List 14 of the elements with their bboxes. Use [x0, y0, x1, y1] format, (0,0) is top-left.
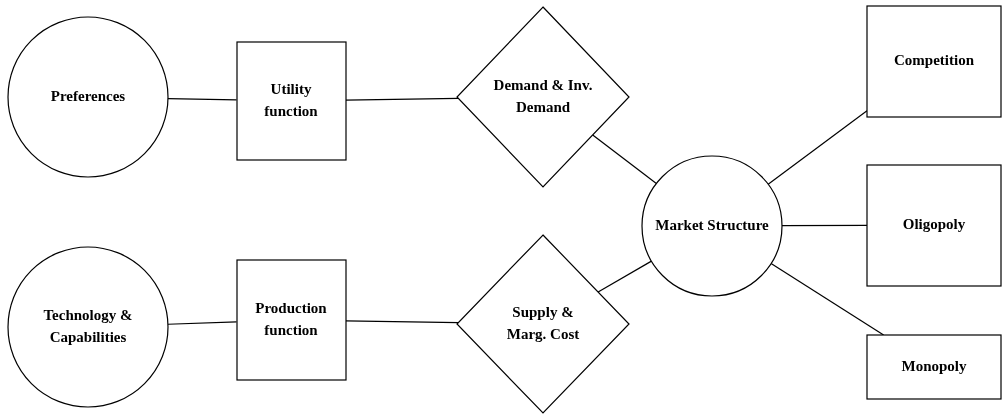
node-label: Competition	[894, 51, 974, 71]
node-label: Technology & Capabilities	[42, 306, 134, 347]
node-label: Production function	[254, 299, 328, 340]
node-label: Oligopoly	[902, 215, 966, 235]
node-label: Preferences	[50, 87, 126, 107]
connector-line	[767, 110, 868, 185]
connector-line	[597, 260, 653, 293]
connector-line	[592, 134, 657, 185]
node-label: Utility function	[263, 80, 319, 121]
node-label: Monopoly	[901, 357, 967, 377]
node-label: Demand & Inv. Demand	[492, 76, 594, 117]
node-label: Supply & Marg. Cost	[505, 303, 581, 344]
connector-line	[770, 262, 885, 336]
node-label: Market Structure	[655, 216, 769, 236]
